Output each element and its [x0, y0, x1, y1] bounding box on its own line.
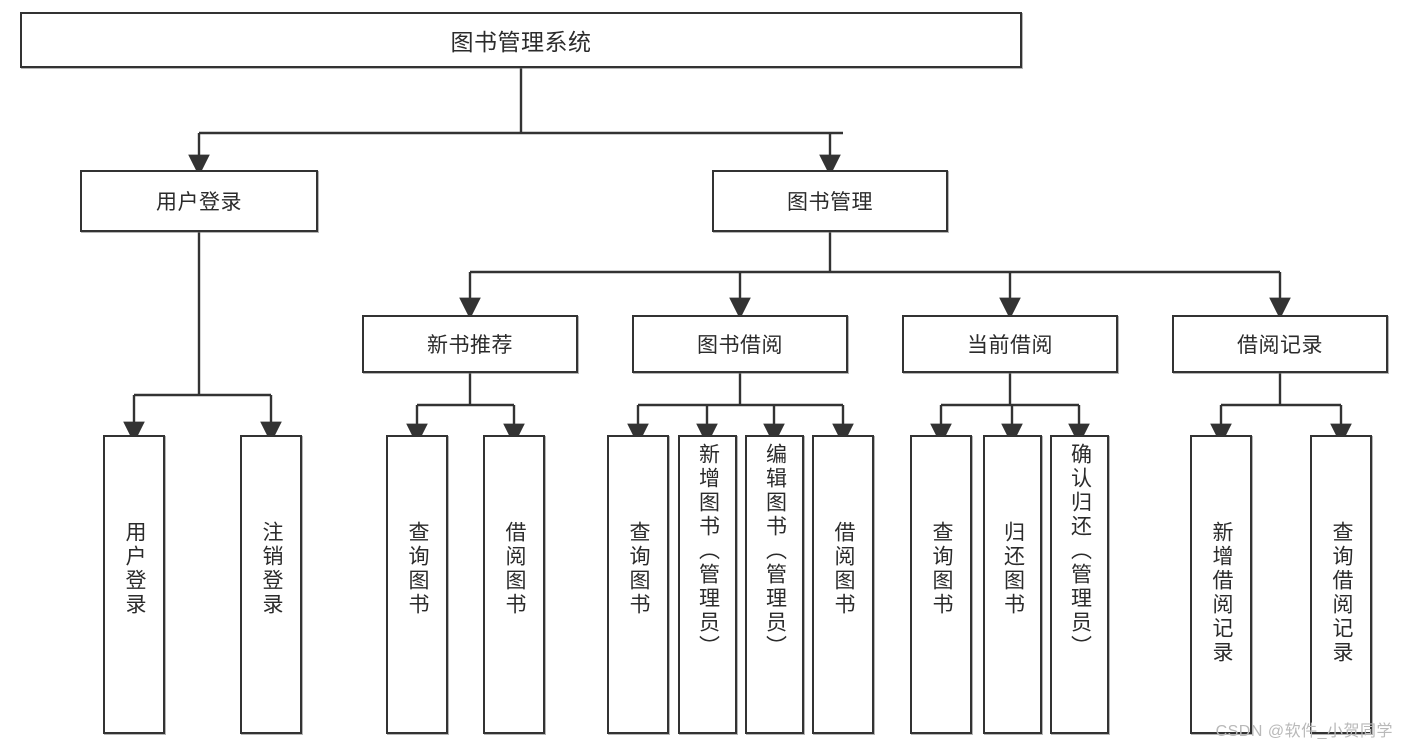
node-leaf[interactable]: 查询图书: [607, 435, 669, 734]
node-new-book-recommend[interactable]: 新书推荐: [362, 315, 578, 373]
node-user-login[interactable]: 用户登录: [80, 170, 318, 232]
node-root-label: 图书管理系统: [450, 29, 592, 55]
node-book-management[interactable]: 图书管理: [712, 170, 948, 232]
node-leaf-label: 查询图书: [930, 521, 954, 617]
node-root[interactable]: 图书管理系统: [20, 12, 1022, 68]
node-book-management-label: 图书管理: [787, 191, 873, 214]
node-leaf-label: 查询借阅记录: [1330, 521, 1354, 665]
node-leaf-label: 查询图书: [406, 521, 430, 617]
node-leaf-label: 查询图书: [627, 521, 651, 617]
node-leaf[interactable]: 确认归还（管理员）: [1050, 435, 1109, 734]
node-book-borrow-label: 图书借阅: [697, 334, 783, 357]
node-leaf[interactable]: 归还图书: [983, 435, 1042, 734]
node-leaf[interactable]: 查询图书: [910, 435, 972, 734]
node-leaf[interactable]: 借阅图书: [812, 435, 874, 734]
node-borrow-record-label: 借阅记录: [1237, 334, 1323, 357]
node-leaf-label: 注销登录: [260, 521, 284, 617]
node-leaf[interactable]: 用户登录: [103, 435, 165, 734]
node-leaf[interactable]: 查询图书: [386, 435, 448, 734]
node-leaf-label: 确认归还（管理员）: [1068, 443, 1092, 659]
node-leaf-label: 借阅图书: [832, 521, 856, 617]
node-borrow-record[interactable]: 借阅记录: [1172, 315, 1388, 373]
node-leaf-label: 用户登录: [123, 521, 147, 617]
node-current-borrow[interactable]: 当前借阅: [902, 315, 1118, 373]
watermark-text: CSDN @软件_小贺同学: [1215, 723, 1393, 740]
node-book-borrow[interactable]: 图书借阅: [632, 315, 848, 373]
node-leaf-label: 借阅图书: [503, 521, 527, 617]
node-leaf[interactable]: 编辑图书（管理员）: [745, 435, 804, 734]
node-leaf-label: 新增借阅记录: [1210, 521, 1234, 665]
node-leaf[interactable]: 注销登录: [240, 435, 302, 734]
node-user-login-label: 用户登录: [156, 191, 242, 214]
node-leaf-label: 编辑图书（管理员）: [763, 443, 787, 659]
node-current-borrow-label: 当前借阅: [967, 334, 1053, 357]
node-leaf[interactable]: 新增借阅记录: [1190, 435, 1252, 734]
node-leaf-label: 新增图书（管理员）: [696, 443, 720, 659]
node-leaf[interactable]: 新增图书（管理员）: [678, 435, 737, 734]
node-leaf[interactable]: 查询借阅记录: [1310, 435, 1372, 734]
node-new-book-recommend-label: 新书推荐: [427, 334, 513, 357]
node-leaf-label: 归还图书: [1001, 521, 1025, 617]
node-leaf[interactable]: 借阅图书: [483, 435, 545, 734]
